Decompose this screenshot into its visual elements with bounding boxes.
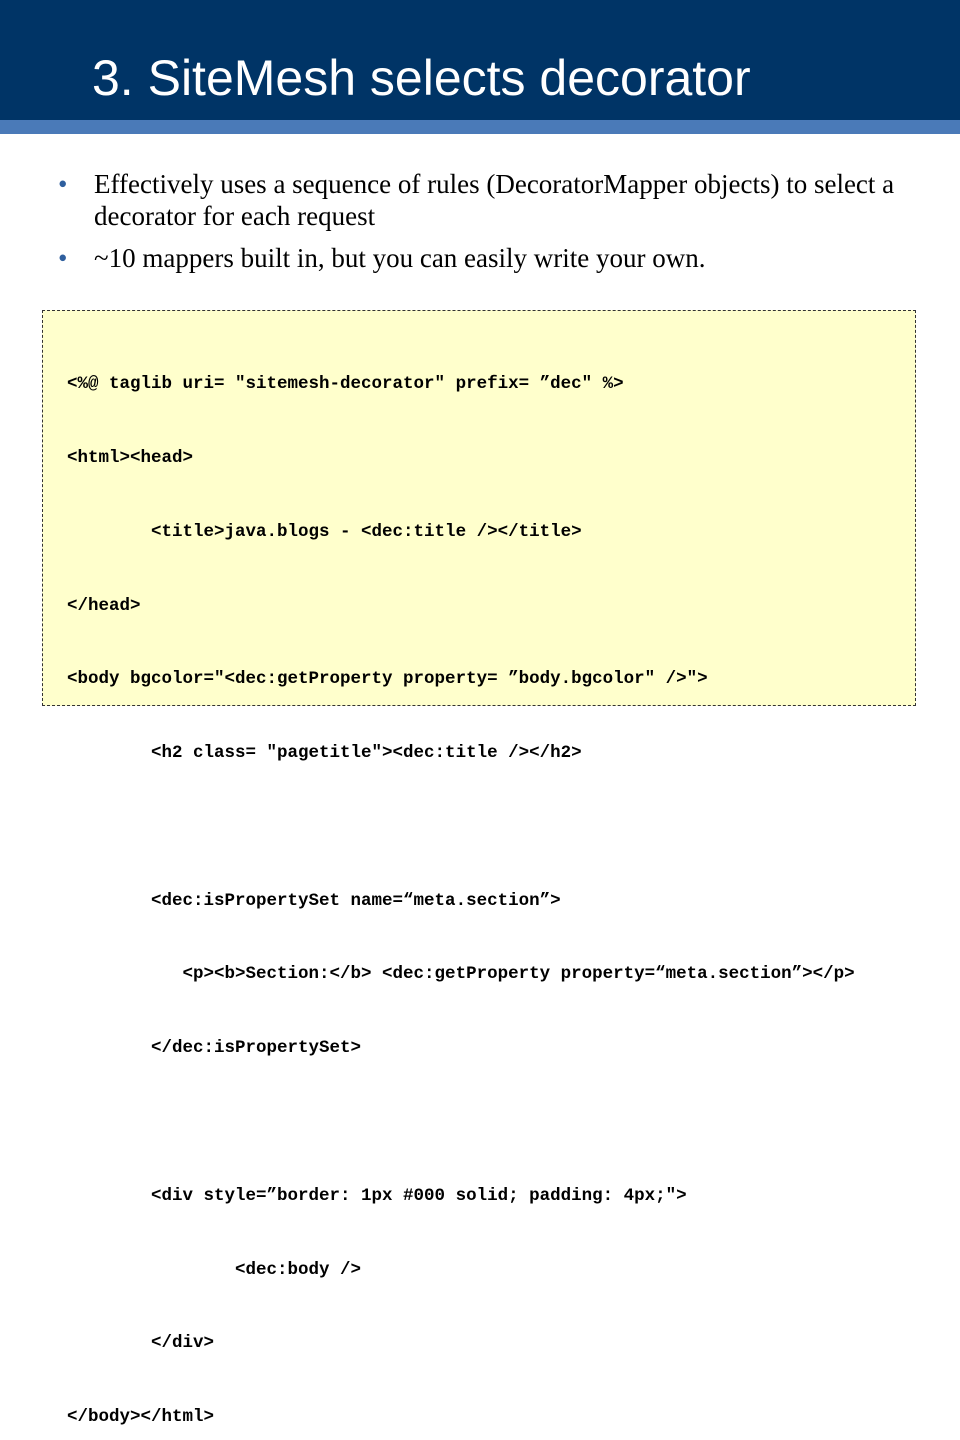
code-block: <%@ taglib uri= "sitemesh-decorator" pre… xyxy=(42,310,916,1427)
code-line: <%@ taglib uri= "sitemesh-decorator" pre… xyxy=(67,374,624,395)
code-line xyxy=(67,1110,855,1135)
code-line: <h2 class= "pagetitle"><dec:title /></h2… xyxy=(67,743,582,764)
bullet-list: • Effectively uses a sequence of rules (… xyxy=(58,168,918,284)
slide-title: 3. SiteMesh selects decorator xyxy=(92,50,751,106)
code-line: <p><b>Section:</b> <dec:getProperty prop… xyxy=(67,964,855,985)
code-line: <title>java.blogs - <dec:title /></title… xyxy=(67,521,582,542)
code-line xyxy=(67,815,855,840)
code-line: <div style=”border: 1px #000 solid; padd… xyxy=(67,1185,687,1206)
bullet-item: • ~10 mappers built in, but you can easi… xyxy=(58,242,918,274)
bullet-text: Effectively uses a sequence of rules (De… xyxy=(94,169,895,231)
code-line: <body bgcolor="<dec:getProperty property… xyxy=(67,669,708,690)
code-lines: <%@ taglib uri= "sitemesh-decorator" pre… xyxy=(67,323,855,1440)
code-line: <html><head> xyxy=(67,447,194,468)
title-stripe xyxy=(0,120,960,134)
code-line: <dec:body /> xyxy=(67,1259,362,1280)
title-bar xyxy=(0,0,960,120)
code-line: <dec:isPropertySet name=“meta.section”> xyxy=(67,890,561,911)
code-line: </head> xyxy=(67,595,141,616)
code-line: </body></html> xyxy=(67,1407,215,1428)
code-line: </div> xyxy=(67,1333,215,1354)
bullet-dot-icon: • xyxy=(58,169,68,199)
bullet-item: • Effectively uses a sequence of rules (… xyxy=(58,168,918,232)
bullet-text: ~10 mappers built in, but you can easily… xyxy=(94,243,706,273)
code-line: </dec:isPropertySet> xyxy=(67,1038,362,1059)
bullet-dot-icon: • xyxy=(58,243,68,273)
